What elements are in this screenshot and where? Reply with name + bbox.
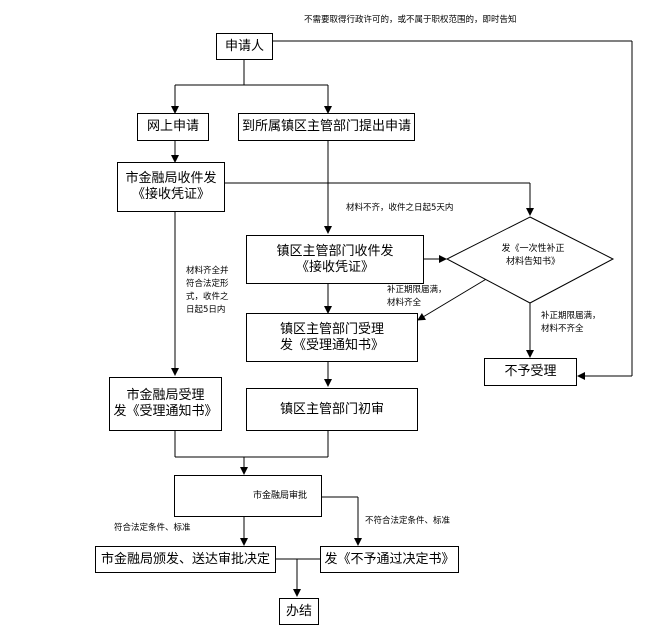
node-town-accept: 镇区主管部门受理 发《受理通知书》 xyxy=(246,313,418,362)
note-incomplete-materials: 材料不齐，收件之日起5天内 xyxy=(346,203,454,213)
node-town-receipt: 镇区主管部门收件发 《接收凭证》 xyxy=(246,235,424,284)
note-not-meet-conditions: 不符合法定条件、标准 xyxy=(365,516,451,526)
node-not-pass-decision: 发《不予通过决定书》 xyxy=(320,546,459,573)
node-town-review: 镇区主管部门初审 xyxy=(246,388,418,431)
node-online-application: 网上申请 xyxy=(137,113,209,141)
node-applicant: 申请人 xyxy=(216,33,273,60)
connector-line xyxy=(417,277,489,321)
node-offline-application: 到所属镇区主管部门提出申请 xyxy=(238,113,415,141)
node-city-approval: 市金融局审批 xyxy=(174,475,322,517)
decision-diamond xyxy=(445,216,615,304)
note-complete-materials: 材料齐全并 符合法定形 式，收件之 日起5日内 xyxy=(186,266,229,315)
note-supplement-incomplete: 补正期限届满， 材料不齐全 xyxy=(541,311,601,334)
node-reject: 不予受理 xyxy=(484,358,577,386)
note-immediate-notify: 不需要取得行政许可的，或不属于职权范围的，即时告知 xyxy=(304,15,517,25)
node-issue-decision: 市金融局颁发、送达审批决定 xyxy=(95,546,276,573)
note-supplement-complete: 补正期限届满， 材料齐全 xyxy=(387,285,447,308)
node-done: 办结 xyxy=(279,598,319,625)
node-supplement-notice: 发《一次性补正 材料告知书》 xyxy=(501,244,565,267)
node-city-receipt: 市金融局收件发 《接收凭证》 xyxy=(117,162,225,212)
node-city-accept: 市金融局受理 发《受理通知书》 xyxy=(109,377,222,431)
note-meets-conditions: 符合法定条件、标准 xyxy=(114,523,191,533)
